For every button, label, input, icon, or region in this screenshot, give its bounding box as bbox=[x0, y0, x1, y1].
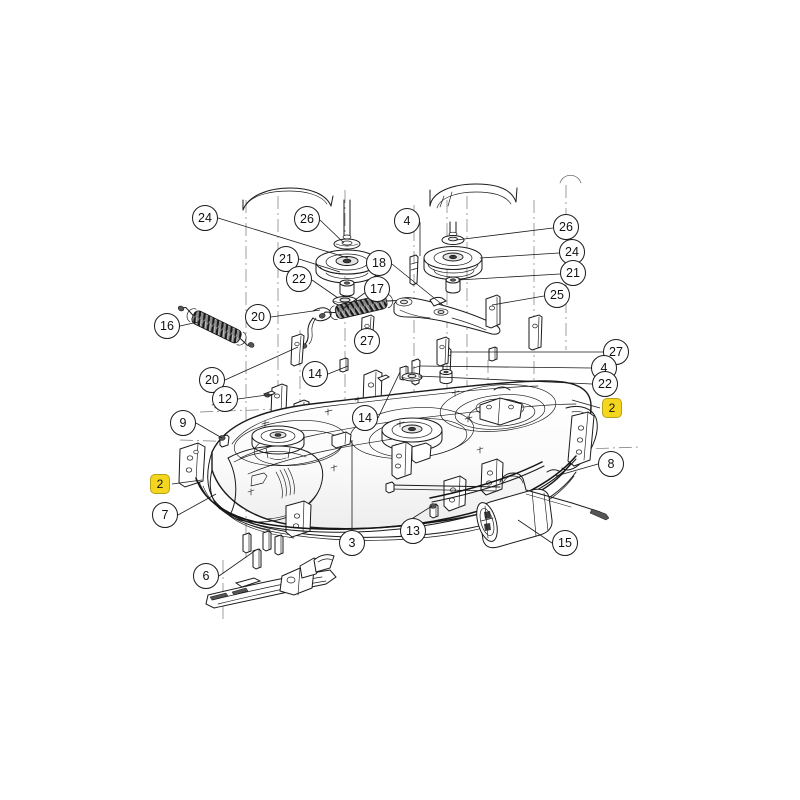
bracket-27-right2 bbox=[436, 336, 450, 367]
spacer-21-lower-right bbox=[439, 368, 453, 385]
mower-blade-3 bbox=[205, 554, 337, 609]
callout-26[interactable]: 26 bbox=[294, 206, 320, 232]
bolt-9 bbox=[218, 434, 230, 448]
deck-shroud-top-left bbox=[242, 187, 334, 211]
spacer-22-lower bbox=[401, 372, 423, 382]
bracket-27-left bbox=[290, 333, 305, 367]
callout-6[interactable]: 6 bbox=[193, 563, 219, 589]
deck-spindle-left bbox=[251, 425, 305, 460]
deck-spindle-center bbox=[381, 417, 443, 480]
callout-8[interactable]: 8 bbox=[598, 451, 624, 477]
extension-spring-16 bbox=[177, 305, 255, 348]
rod-8 bbox=[385, 469, 610, 521]
callout-7[interactable]: 7 bbox=[152, 502, 178, 528]
carriage-bolts-6 bbox=[242, 530, 284, 570]
callout-3[interactable]: 3 bbox=[339, 530, 365, 556]
callout-26[interactable]: 26 bbox=[553, 214, 579, 240]
callout-27[interactable]: 27 bbox=[354, 328, 380, 354]
bolt-4-left bbox=[409, 254, 419, 286]
deck-shroud-top-right bbox=[429, 183, 518, 209]
idler-arm-bracket bbox=[393, 296, 501, 335]
callout-14[interactable]: 14 bbox=[352, 405, 378, 431]
callout-20[interactable]: 20 bbox=[245, 304, 271, 330]
bolt-4-right bbox=[411, 358, 421, 386]
callout-13[interactable]: 13 bbox=[400, 518, 426, 544]
callout-25[interactable]: 25 bbox=[544, 282, 570, 308]
deck-spindle-right bbox=[475, 386, 525, 426]
callout-14[interactable]: 14 bbox=[302, 361, 328, 387]
callout-15[interactable]: 15 bbox=[552, 530, 578, 556]
deck-fastener-marks bbox=[211, 389, 484, 496]
callout-2-highlighted[interactable]: 2 bbox=[602, 398, 622, 418]
callout-12[interactable]: 12 bbox=[212, 386, 238, 412]
partial-callout-top-right bbox=[559, 175, 582, 184]
clip-14-center bbox=[331, 431, 352, 449]
pin-14-right bbox=[488, 346, 498, 362]
callout-22[interactable]: 22 bbox=[286, 266, 312, 292]
leader-lines bbox=[171, 217, 603, 577]
bolt-13 bbox=[429, 503, 439, 519]
callout-17[interactable]: 17 bbox=[364, 276, 390, 302]
callout-4[interactable]: 4 bbox=[394, 208, 420, 234]
callout-2-highlighted[interactable]: 2 bbox=[150, 474, 170, 494]
callout-22[interactable]: 22 bbox=[592, 371, 618, 397]
callout-18[interactable]: 18 bbox=[366, 250, 392, 276]
bracket-25 bbox=[485, 294, 501, 329]
right-idler-pulley-assembly bbox=[423, 221, 483, 294]
callout-16[interactable]: 16 bbox=[154, 313, 180, 339]
callout-24[interactable]: 24 bbox=[559, 239, 585, 265]
bracket-27-right bbox=[528, 314, 543, 351]
callout-24[interactable]: 24 bbox=[192, 205, 218, 231]
callout-9[interactable]: 9 bbox=[170, 410, 196, 436]
callout-21[interactable]: 21 bbox=[560, 260, 586, 286]
roller-15 bbox=[476, 488, 553, 549]
